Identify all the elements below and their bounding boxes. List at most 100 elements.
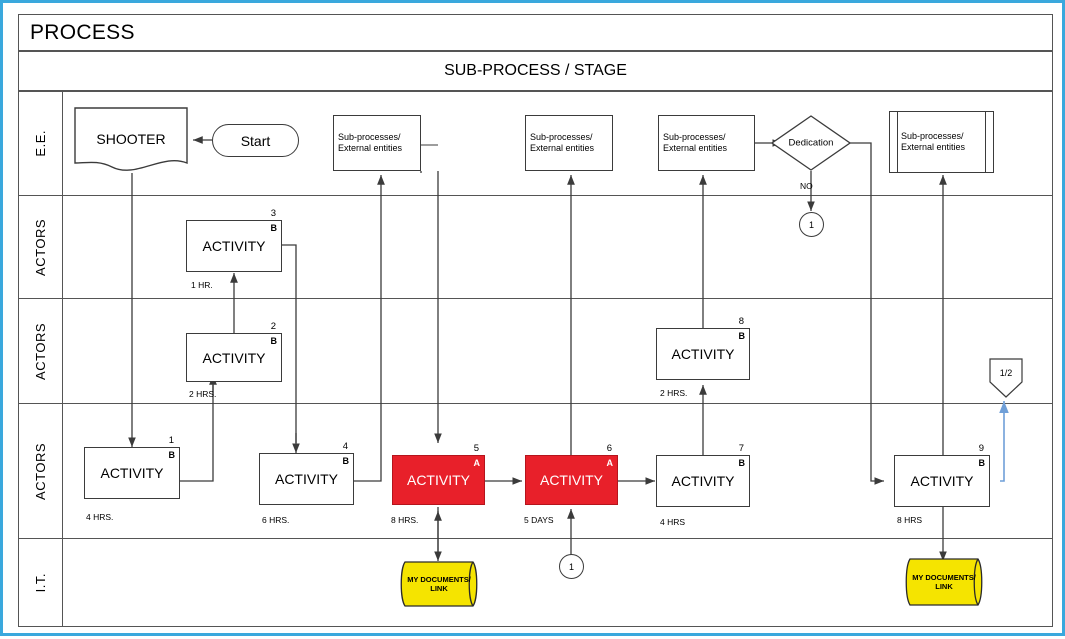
lane-label-it: I.T. bbox=[19, 539, 63, 626]
activity-4-label: ACTIVITY bbox=[274, 471, 338, 487]
activity-4-number: 4 bbox=[342, 441, 348, 452]
activity-8-number: 8 bbox=[738, 316, 744, 327]
lane-label-actors-3: ACTORS bbox=[19, 404, 63, 538]
subprocess-box-4-predefined[interactable]: Sub-processes/ External entities bbox=[889, 111, 994, 173]
activity-8-duration: 2 HRS. bbox=[660, 388, 688, 398]
database-right-label: MY DOCUMENTS/ LINK bbox=[899, 573, 989, 591]
activity-3-label: ACTIVITY bbox=[202, 238, 266, 254]
activity-1-corner: B bbox=[168, 450, 176, 460]
activity-6[interactable]: ACTIVITY 6 A bbox=[525, 443, 618, 505]
activity-9[interactable]: ACTIVITY 9 B bbox=[894, 443, 990, 507]
activity-7[interactable]: ACTIVITY 7 B bbox=[656, 443, 750, 507]
activity-8-label: ACTIVITY bbox=[671, 346, 735, 362]
lane-ee: E.E. bbox=[19, 92, 1052, 196]
subprocess-box-3-line2: External entities bbox=[663, 143, 728, 153]
activity-2-number: 2 bbox=[270, 321, 276, 332]
database-cylinder-icon-2 bbox=[905, 558, 983, 606]
activity-5-number: 5 bbox=[473, 443, 479, 454]
activity-7-number: 7 bbox=[738, 443, 744, 454]
activity-8-corner: B bbox=[738, 331, 746, 341]
process-header-row: PROCESS bbox=[19, 15, 1052, 52]
activity-5-label: ACTIVITY bbox=[406, 472, 470, 488]
subprocess-box-1-line1: Sub-processes/ bbox=[338, 132, 401, 142]
subprocess-box-1-line2: External entities bbox=[338, 143, 403, 153]
activity-3[interactable]: ACTIVITY 3 B bbox=[186, 208, 282, 272]
activity-2-corner: B bbox=[270, 336, 278, 346]
subprocess-box-4-line2: External entities bbox=[901, 142, 966, 152]
diamond-shape-icon bbox=[770, 115, 852, 171]
database-left-label: MY DOCUMENTS/ LINK bbox=[395, 575, 483, 593]
connector-circle-it-label: 1 bbox=[568, 561, 574, 572]
activity-5-corner: A bbox=[473, 458, 481, 468]
connector-circle-it[interactable]: 1 bbox=[559, 554, 584, 579]
offpage-connector-half-label: 1/2 bbox=[999, 368, 1013, 379]
page-title: PROCESS bbox=[30, 20, 135, 44]
activity-9-corner: B bbox=[978, 458, 986, 468]
activity-3-corner: B bbox=[270, 223, 278, 233]
activity-5[interactable]: ACTIVITY 5 A bbox=[392, 443, 485, 505]
activity-2[interactable]: ACTIVITY 2 B bbox=[186, 321, 282, 382]
activity-7-duration: 4 HRS bbox=[660, 517, 686, 527]
offpage-shape-icon bbox=[989, 358, 1023, 398]
shooter-label: SHOOTER bbox=[96, 130, 166, 147]
subprocess-box-2-line2: External entities bbox=[530, 143, 595, 153]
start-label: Start bbox=[240, 132, 271, 149]
dedication-decision[interactable]: Dedication bbox=[770, 115, 852, 171]
activity-3-duration: 1 HR. bbox=[191, 280, 213, 290]
subprocess-box-2[interactable]: Sub-processes/ External entities bbox=[525, 115, 613, 171]
activity-1-number: 1 bbox=[168, 435, 174, 446]
database-right-line2: LINK bbox=[935, 582, 953, 591]
activity-1-label: ACTIVITY bbox=[100, 465, 164, 481]
document-shape-icon bbox=[74, 107, 188, 171]
activity-2-label: ACTIVITY bbox=[202, 349, 266, 366]
activity-8[interactable]: ACTIVITY 8 B bbox=[656, 316, 750, 380]
activity-9-label: ACTIVITY bbox=[910, 473, 974, 489]
database-cylinder-icon bbox=[400, 561, 478, 607]
activity-1-duration: 4 HRS. bbox=[86, 512, 114, 522]
subprocess-title: SUB-PROCESS / STAGE bbox=[444, 62, 627, 79]
activity-5-duration: 8 HRS. bbox=[391, 515, 419, 525]
subprocess-box-4-line1: Sub-processes/ bbox=[901, 131, 964, 141]
start-terminator[interactable]: Start bbox=[212, 124, 299, 157]
activity-7-label: ACTIVITY bbox=[671, 473, 735, 489]
activity-6-duration: 5 DAYS bbox=[524, 515, 554, 525]
offpage-connector-half[interactable]: 1/2 bbox=[989, 358, 1023, 398]
activity-6-corner: A bbox=[606, 458, 614, 468]
dedication-no-label: NO bbox=[800, 181, 813, 191]
predefined-left-bar-icon bbox=[897, 112, 898, 172]
activity-4[interactable]: ACTIVITY 4 B bbox=[259, 441, 354, 505]
subprocess-box-2-line1: Sub-processes/ bbox=[530, 132, 593, 142]
activity-9-number: 9 bbox=[978, 443, 984, 454]
subprocess-box-3-line1: Sub-processes/ bbox=[663, 132, 726, 142]
lane-label-ee: E.E. bbox=[19, 92, 63, 195]
lane-actors-2: ACTORS bbox=[19, 299, 1052, 404]
connector-circle-no-label: 1 bbox=[808, 219, 814, 230]
activity-6-number: 6 bbox=[606, 443, 612, 454]
activity-6-label: ACTIVITY bbox=[539, 472, 603, 488]
activity-4-duration: 6 HRS. bbox=[262, 515, 290, 525]
subprocess-box-1[interactable]: Sub-processes/ External entities bbox=[333, 115, 421, 171]
database-my-documents-right[interactable]: MY DOCUMENTS/ LINK bbox=[899, 558, 989, 606]
connector-edges bbox=[128, 136, 1009, 561]
shooter-document[interactable]: SHOOTER bbox=[74, 107, 188, 173]
activity-4-corner: B bbox=[342, 456, 350, 466]
database-my-documents-left[interactable]: MY DOCUMENTS/ LINK bbox=[395, 561, 483, 607]
database-right-line1: MY DOCUMENTS/ bbox=[912, 573, 976, 582]
database-left-line2: LINK bbox=[430, 584, 448, 593]
predefined-right-bar-icon bbox=[985, 112, 986, 172]
database-left-line1: MY DOCUMENTS/ bbox=[407, 575, 471, 584]
subprocess-header-row: SUB-PROCESS / STAGE bbox=[19, 52, 1052, 92]
activity-9-duration: 8 HRS bbox=[897, 515, 923, 525]
lane-label-actors-2: ACTORS bbox=[19, 299, 63, 403]
connector-circle-no[interactable]: 1 bbox=[799, 212, 824, 237]
subprocess-box-3[interactable]: Sub-processes/ External entities bbox=[658, 115, 755, 171]
lane-actors-3: ACTORS bbox=[19, 404, 1052, 539]
lane-it: I.T. bbox=[19, 539, 1052, 626]
activity-3-number: 3 bbox=[270, 208, 276, 219]
lane-label-actors-1: ACTORS bbox=[19, 196, 63, 298]
lane-actors-1: ACTORS bbox=[19, 196, 1052, 299]
activity-1[interactable]: ACTIVITY 1 B bbox=[84, 435, 180, 499]
activity-2-duration: 2 HRS. bbox=[189, 389, 217, 399]
dedication-label: Dedication bbox=[788, 137, 834, 149]
